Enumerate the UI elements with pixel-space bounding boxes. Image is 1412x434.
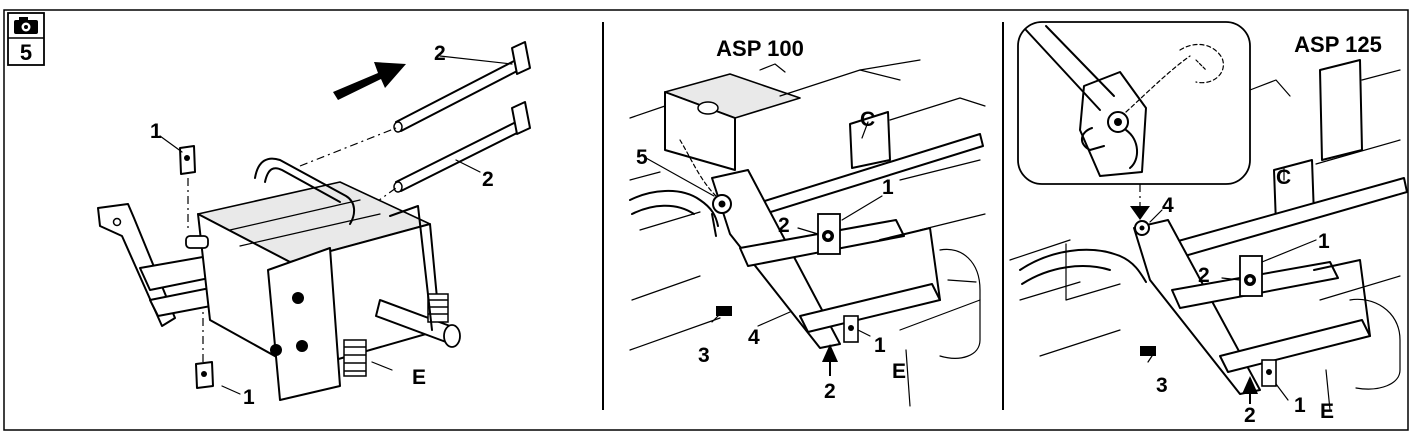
callout-c-asp100: C [860, 108, 875, 131]
frame-body [185, 157, 461, 401]
figure-border [3, 9, 1409, 431]
callout-1b-asp125: 1 [1294, 394, 1306, 417]
callout-4-asp100: 4 [748, 326, 760, 349]
bolt-3-asp100 [711, 306, 732, 323]
callout-e-asp100: E [892, 360, 906, 383]
callout-1a-asp125: 1 [1318, 230, 1330, 253]
locking-pin-asp125 [1134, 220, 1150, 236]
clip-upper [179, 145, 196, 175]
clip-bottom-asp100 [843, 315, 859, 343]
pin-lower [393, 101, 531, 193]
camera-icon [14, 17, 38, 34]
callout-5-asp100: 5 [636, 146, 648, 169]
panel-1-exploded-view: 1 1 2 2 E [97, 41, 531, 409]
spring-bottom [343, 339, 367, 377]
inset-pointer-arrow [1130, 206, 1150, 220]
callout-3-asp100: 3 [698, 344, 710, 367]
step-badge: 5 [7, 12, 45, 66]
callout-1a-asp100: 1 [882, 176, 894, 199]
callout-frame-e: E [412, 366, 426, 389]
clip-bottom-asp125 [1261, 359, 1277, 387]
detail-inset [1017, 21, 1251, 185]
panel-2-asp100: ASP 100 [629, 36, 986, 407]
callout-2b-asp100: 2 [824, 380, 836, 403]
callout-3-asp125: 3 [1156, 374, 1168, 397]
panel-3-title: ASP 125 [1294, 32, 1382, 57]
pin-upper [393, 41, 531, 133]
spring-right [427, 293, 449, 323]
callout-pin-bottom: 2 [482, 168, 494, 191]
callout-2a-asp100: 2 [778, 214, 790, 237]
callout-2b-asp125: 2 [1244, 404, 1256, 427]
step-number: 5 [20, 40, 32, 65]
callout-c-asp125: C [1276, 166, 1291, 189]
callout-pin-top: 2 [434, 42, 446, 65]
bolt-3-asp125 [1140, 346, 1156, 363]
insert-direction-arrow [333, 62, 406, 100]
panel-3-asp125: ASP 125 [1009, 21, 1408, 427]
locking-pin-asp100 [679, 139, 732, 237]
clip-lower [195, 361, 214, 389]
clip-pin-upper-asp125 [1239, 255, 1263, 297]
callout-4-asp125: 4 [1162, 194, 1174, 217]
callout-clip-bottom: 1 [243, 386, 255, 409]
arrow-up-2 [822, 344, 838, 362]
panel-2-title: ASP 100 [716, 36, 804, 61]
callout-1b-asp100: 1 [874, 334, 886, 357]
callout-2a-asp125: 2 [1198, 264, 1210, 287]
arrow-up-2-asp125 [1242, 376, 1258, 394]
callout-clip-top: 1 [150, 120, 162, 143]
callout-e-asp125: E [1320, 400, 1334, 423]
clip-pin-upper-asp100 [817, 213, 841, 255]
